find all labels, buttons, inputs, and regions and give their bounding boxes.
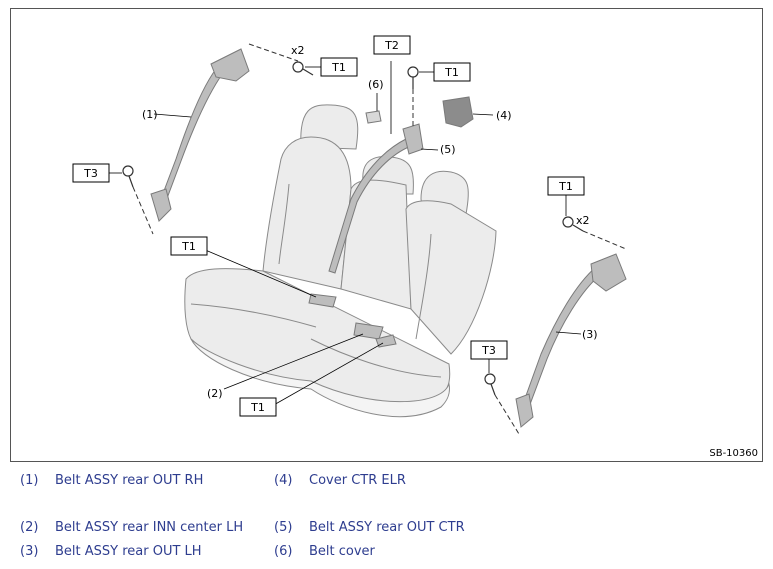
- torque-labels: T1 T2 T1 T3 T1 T1 T3: [72, 35, 585, 417]
- legend-label: Belt ASSY rear OUT LH: [55, 544, 202, 559]
- seat-belt-illustration: (1) (2) (3) (4) (5) (6) x2 x2 T1 T2 T1 T…: [72, 35, 627, 435]
- bolt-icon: [122, 165, 134, 188]
- bolts: [122, 61, 584, 396]
- legend-row: (3) Belt ASSY rear OUT LH (6) Belt cover: [0, 544, 773, 564]
- callout-5: (5): [440, 143, 456, 156]
- figure-id: SB-10360: [709, 448, 758, 459]
- svg-text:T1: T1: [558, 180, 573, 193]
- callout-labels: (1) (2) (3) (4) (5) (6) x2 x2: [142, 44, 598, 400]
- legend-row: (2) Belt ASSY rear INN center LH (5) Bel…: [0, 520, 773, 540]
- callout-3: (3): [582, 328, 598, 341]
- legend-label: Cover CTR ELR: [309, 473, 406, 488]
- backrest-left: [262, 136, 352, 290]
- bolt-icon: [484, 373, 496, 396]
- torque-box-t1: T1: [170, 236, 208, 256]
- anchor-plate-1: [150, 188, 172, 222]
- quantity-x2: x2: [576, 214, 590, 227]
- callout-6: (6): [368, 78, 384, 91]
- legend-number: (4): [274, 473, 293, 488]
- backrest-center: [340, 179, 412, 310]
- svg-text:T3: T3: [83, 167, 98, 180]
- legend-number: (1): [20, 473, 39, 488]
- torque-box-t1: T1: [305, 57, 358, 77]
- belt-assy-5: [328, 138, 412, 274]
- backrest-right: [405, 200, 497, 355]
- torque-box-t3: T3: [470, 340, 508, 373]
- legend-number: (6): [274, 544, 293, 559]
- torque-box-t1: T1: [239, 397, 277, 417]
- callout-4: (4): [496, 109, 512, 122]
- svg-text:T1: T1: [444, 66, 459, 79]
- bolt-icon: [407, 66, 419, 89]
- torque-box-t1: T1: [419, 62, 471, 82]
- cover-ctr-elr: [442, 96, 474, 128]
- torque-box-t1: T1: [547, 176, 585, 216]
- torque-box-t2: T2: [373, 35, 411, 55]
- belt-cover: [365, 110, 382, 124]
- belt-assy-1: [158, 68, 224, 210]
- retractor-3: [590, 253, 627, 292]
- seat-cushion-front: [190, 338, 450, 418]
- legend-row: (1) Belt ASSY rear OUT RH (4) Cover CTR …: [0, 473, 773, 493]
- legend-label: Belt ASSY rear OUT RH: [55, 473, 204, 488]
- install-lines: [132, 43, 627, 435]
- callout-1: (1): [142, 108, 158, 121]
- legend-label: Belt ASSY rear OUT CTR: [309, 520, 465, 535]
- quantity-x2: x2: [291, 44, 305, 57]
- svg-text:T1: T1: [250, 401, 265, 414]
- leader-lines: [153, 61, 582, 407]
- callout-2: (2): [207, 387, 223, 400]
- svg-text:T3: T3: [481, 344, 496, 357]
- svg-text:T2: T2: [384, 39, 399, 52]
- exploded-diagram: (1) (2) (3) (4) (5) (6) x2 x2 T1 T2 T1 T…: [10, 8, 763, 462]
- legend-label: Belt cover: [309, 544, 375, 559]
- rear-seat: [184, 104, 497, 418]
- bolt-icon: [292, 61, 314, 76]
- torque-box-t3: T3: [72, 163, 122, 183]
- legend-label: Belt ASSY rear INN center LH: [55, 520, 244, 535]
- legend-number: (3): [20, 544, 39, 559]
- svg-text:T1: T1: [181, 240, 196, 253]
- legend-number: (5): [274, 520, 293, 535]
- retractor-5: [402, 123, 424, 155]
- retractor-1: [210, 48, 250, 82]
- svg-text:T1: T1: [331, 61, 346, 74]
- bolt-icon: [562, 216, 584, 232]
- legend-number: (2): [20, 520, 39, 535]
- anchor-plate-3: [515, 393, 534, 428]
